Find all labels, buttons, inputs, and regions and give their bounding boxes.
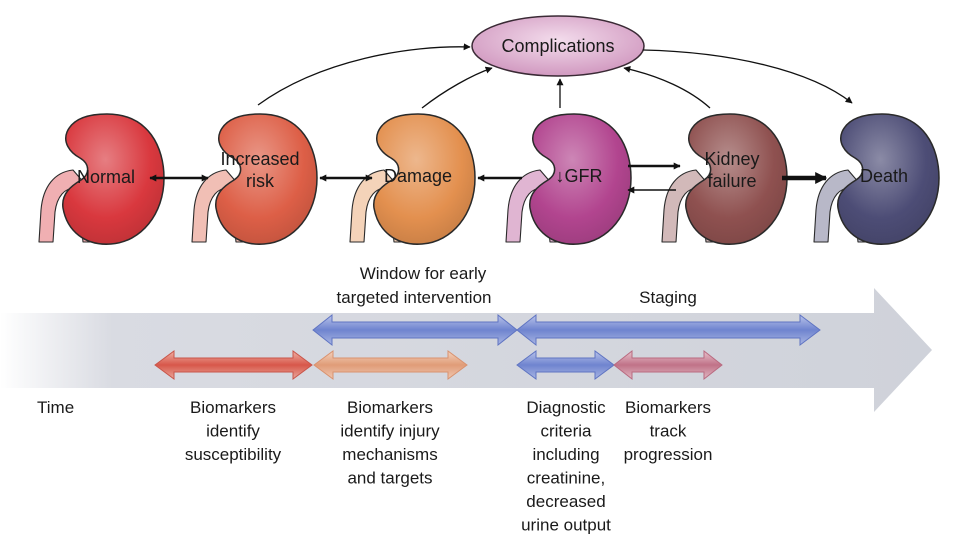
kidney-node-death: Death xyxy=(813,113,940,245)
biomarker-annotations: BiomarkersidentifysusceptibilityBiomarke… xyxy=(185,398,713,535)
stage-label: Death xyxy=(860,166,908,186)
curve-complications-to-death xyxy=(642,49,853,104)
staging-label: Staging xyxy=(639,288,697,307)
connector-arrows xyxy=(149,43,853,194)
annotation-line: Diagnostic xyxy=(526,398,606,417)
window-label-line-2: targeted intervention xyxy=(337,288,492,307)
kidney-icon xyxy=(529,113,632,245)
annotation-line: track xyxy=(650,422,687,441)
annotation-line: and targets xyxy=(347,469,432,488)
kidney-node-normal: Normal xyxy=(38,113,165,245)
annotation-progression: Biomarkers track progression xyxy=(624,398,713,464)
annotation-line: susceptibility xyxy=(185,445,282,464)
stage-label: risk xyxy=(246,171,275,191)
annotation-line: identify injury xyxy=(340,422,440,441)
annotation-line: identify xyxy=(206,422,260,441)
curve-kidney-failure-to-complications xyxy=(623,65,711,109)
stage-label: failure xyxy=(707,171,756,191)
stage-label: ↓GFR xyxy=(556,166,603,186)
progression-arrow xyxy=(613,349,723,381)
annotation-injury: Biomarkers identify injury mechanisms and t… xyxy=(340,398,440,488)
kidney-node-gfr: ↓GFR xyxy=(505,113,632,245)
annotation-diagnostic: Diagnostic criteria including creatinine, de… xyxy=(521,398,611,535)
annotation-line: Biomarkers xyxy=(625,398,711,417)
window-label-line-1: Window for early xyxy=(360,264,487,283)
stage-label: Increased xyxy=(220,149,299,169)
staging-arrow xyxy=(516,313,821,347)
annotation-line: mechanisms xyxy=(342,445,437,464)
kidney-icon xyxy=(215,113,318,245)
annotation-line: including xyxy=(532,445,599,464)
annotation-susceptibility: Biomarkers identify susceptibility xyxy=(185,398,282,464)
injury-arrow xyxy=(313,350,468,380)
complications-node: Complications xyxy=(471,15,645,77)
kidney-icon xyxy=(837,113,940,245)
stage-label: Normal xyxy=(77,167,135,187)
timeline xyxy=(0,288,932,412)
annotation-line: Biomarkers xyxy=(190,398,276,417)
complications-label: Complications xyxy=(501,36,614,56)
annotation-line: Biomarkers xyxy=(347,398,433,417)
stage-label: Damage xyxy=(384,166,452,186)
curve-increased-risk-to-complications xyxy=(257,43,471,106)
curve-damage-to-complications xyxy=(421,66,493,109)
annotation-line: creatinine, xyxy=(527,469,605,488)
stage-label: Kidney xyxy=(704,149,759,169)
annotation-line: decreased xyxy=(526,492,605,511)
annotation-line: urine output xyxy=(521,516,611,535)
timeline-labels: Window for early targeted intervention S… xyxy=(37,264,697,417)
susceptibility-arrow xyxy=(154,350,313,380)
time-label: Time xyxy=(37,398,74,417)
kidney-node-damage: Damage xyxy=(349,113,476,245)
annotation-line: criteria xyxy=(540,422,592,441)
annotation-line: progression xyxy=(624,445,713,464)
kidney-icon xyxy=(373,113,476,245)
time-arrow xyxy=(0,288,932,412)
